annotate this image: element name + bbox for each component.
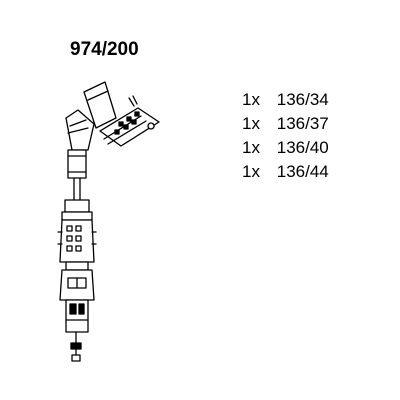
parts-list-item: 1x 136/37 (242, 112, 329, 136)
part-code: 136/34 (276, 90, 329, 109)
cable (73, 177, 81, 201)
part-quantity: 1x (242, 162, 260, 181)
part-quantity: 1x (242, 90, 260, 109)
cable-clip (99, 95, 160, 147)
part-code: 136/44 (276, 162, 329, 181)
part-quantity: 1x (242, 114, 260, 133)
parts-list-item: 1x 136/40 (242, 136, 329, 160)
part-code: 136/40 (276, 138, 329, 157)
terminal-pin (70, 331, 82, 362)
part-code: 136/37 (276, 114, 329, 133)
kit-number: 974/200 (70, 39, 139, 60)
part-quantity: 1x (242, 138, 260, 157)
parts-list-item: 1x 136/44 (242, 160, 329, 184)
parts-list: 1x 136/34 1x 136/37 1x 136/40 1x 136/44 (242, 88, 329, 184)
coil-connector (57, 199, 97, 333)
parts-list-item: 1x 136/34 (242, 88, 329, 112)
spark-plug-boot (65, 81, 117, 179)
